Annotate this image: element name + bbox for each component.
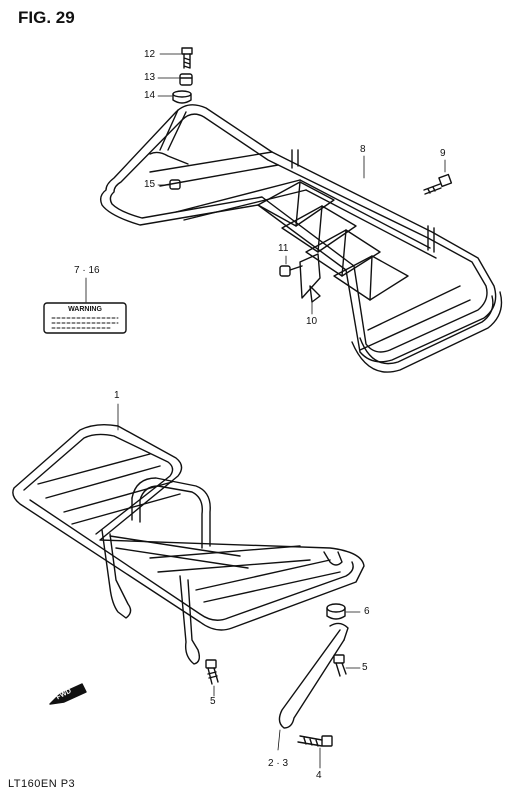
fwd-arrow-icon (49, 683, 87, 705)
callout-2-3: 2 · 3 (268, 758, 289, 769)
callout-13: 13 (144, 72, 156, 83)
front-carrier-frame (12, 423, 365, 665)
callout-5-right: 5 (362, 662, 368, 673)
cushion-14-icon (157, 90, 192, 104)
leader-lines-upper (85, 155, 365, 315)
callout-14: 14 (144, 90, 156, 101)
callout-11: 11 (278, 243, 289, 254)
figure-title: FIG. 29 (18, 8, 75, 27)
stay-2-3-icon (277, 622, 349, 751)
nut-13-icon (157, 73, 193, 86)
callout-4: 4 (316, 770, 322, 781)
nut-11-icon (279, 265, 303, 277)
warning-label-plate (43, 302, 127, 334)
callout-5-left: 5 (210, 696, 216, 707)
callout-9: 9 (440, 148, 446, 159)
model-code: LT160EN P3 (8, 778, 76, 790)
warning-label: WARNING (44, 303, 126, 333)
callout-6: 6 (364, 606, 370, 617)
direction-marker-text: FWD (55, 687, 73, 702)
direction-marker: FWD (50, 686, 84, 708)
callout-1: 1 (114, 390, 120, 401)
rear-carrier-frame (99, 104, 503, 373)
bolt-9-icon (423, 159, 453, 195)
callout-12: 12 (144, 49, 156, 60)
bolt-5b-icon (333, 654, 361, 677)
callout-15: 15 (144, 179, 156, 190)
nut-15-icon (157, 179, 181, 190)
bolt-12-icon (159, 47, 193, 69)
callout-7-16: 7 · 16 (74, 265, 100, 276)
callout-8: 8 (360, 144, 366, 155)
bolt-4-icon (297, 735, 333, 769)
callout-10: 10 (306, 316, 318, 327)
cushion-6-icon (326, 603, 361, 620)
warning-label-text: WARNING (68, 306, 102, 313)
bolt-5a-icon (205, 659, 219, 697)
